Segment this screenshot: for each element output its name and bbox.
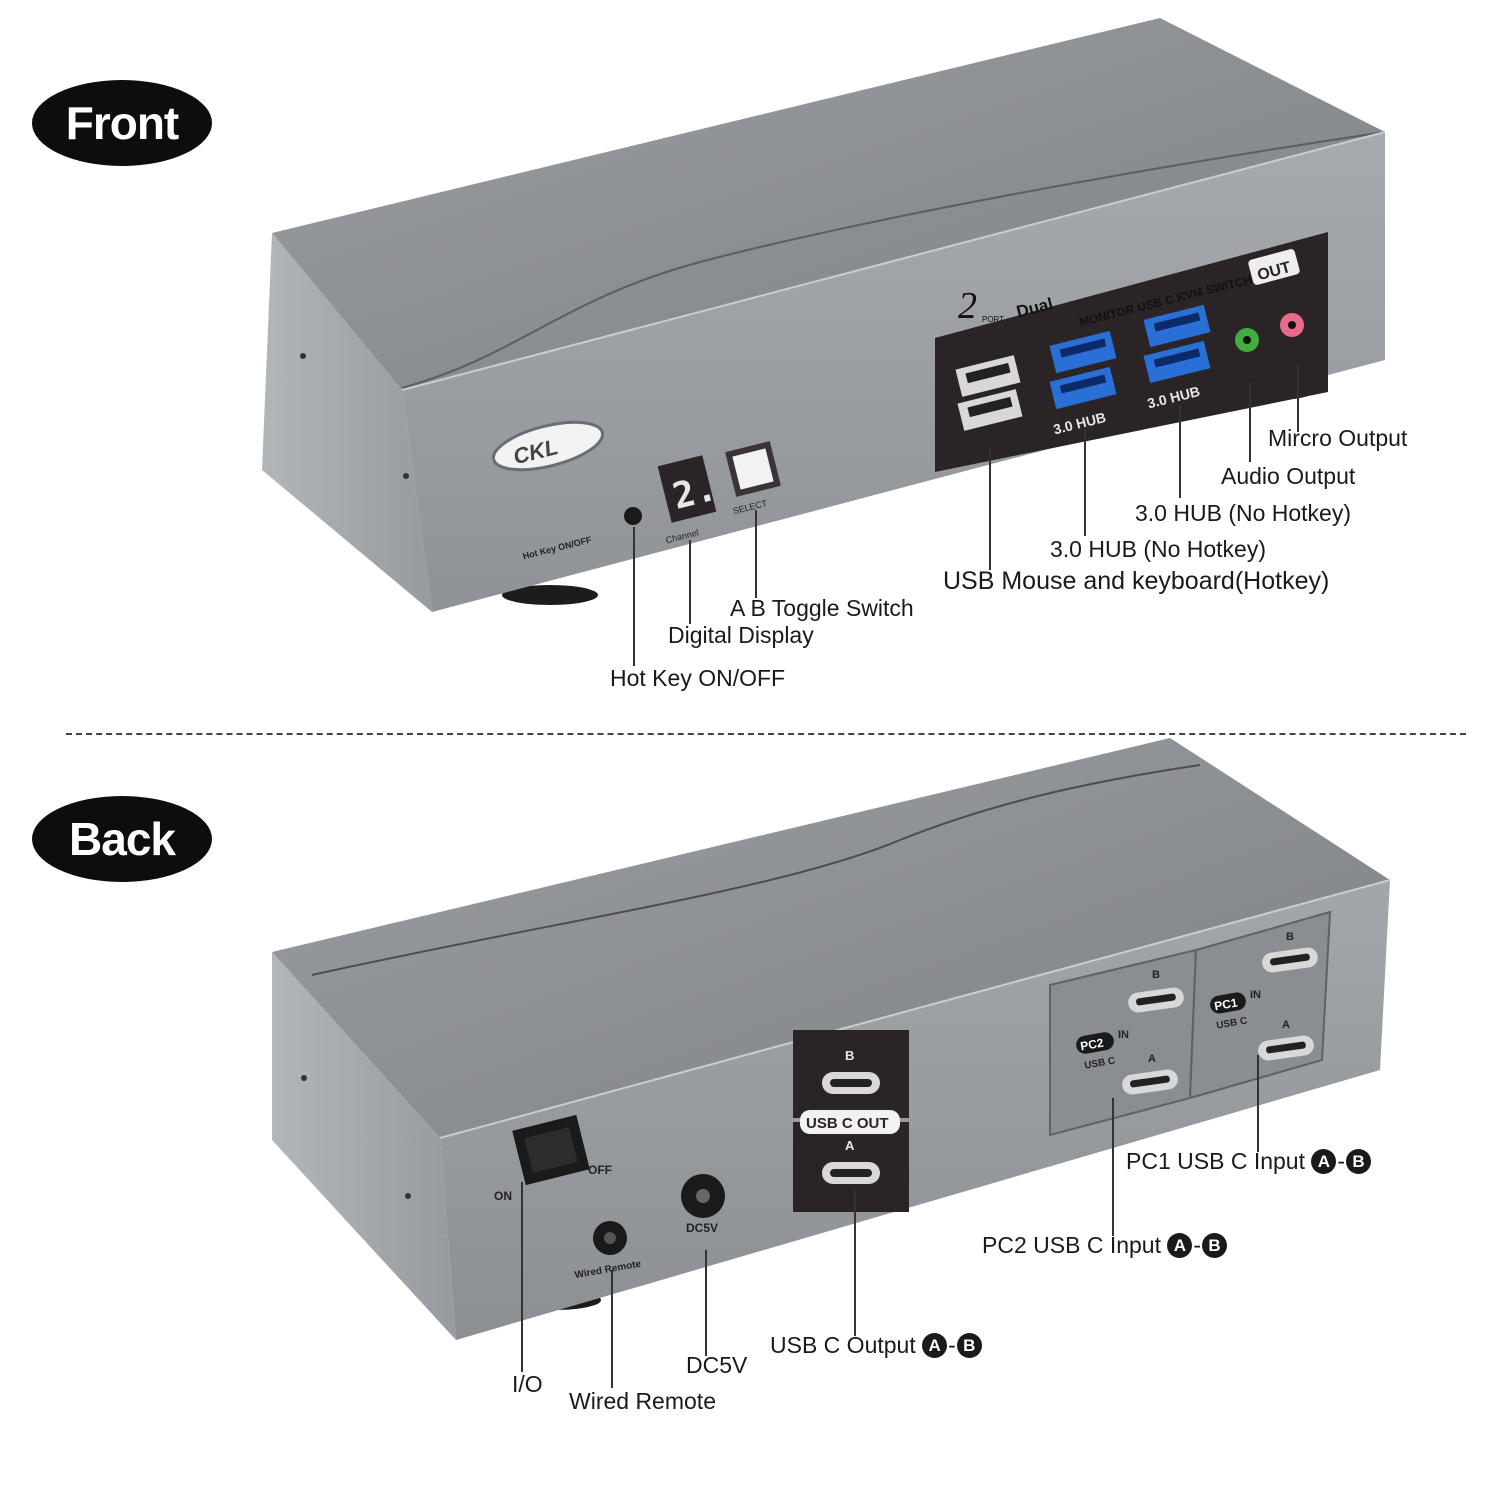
usb-c-out-b-letter: B — [845, 1048, 854, 1063]
front-port-panel — [935, 232, 1328, 472]
callout-pc1-input: PC1 USB C Input A-B — [1126, 1147, 1372, 1174]
switch-off-text: OFF — [588, 1163, 612, 1177]
usb-c-out-badge-bg — [800, 1110, 900, 1134]
pc1-input-text: PC1 USB C Input — [1126, 1148, 1305, 1174]
callout-wired-remote: Wired Remote — [569, 1388, 716, 1414]
back-section-label: Back — [32, 796, 212, 882]
pc1-usbc-text: USB C — [1216, 1015, 1249, 1031]
usb-mouse-keyboard-ports — [955, 355, 1023, 431]
usb-hub-1-ports — [1049, 330, 1117, 410]
callout-hub-no-hotkey-2: 3.0 HUB (No Hotkey) — [1050, 536, 1267, 562]
callout-usb-c-output: USB C Output A-B — [770, 1331, 982, 1358]
switch-on-text: ON — [494, 1189, 512, 1203]
front-section-label: Front — [32, 80, 212, 166]
usb-hub-2-ports — [1143, 304, 1211, 384]
pc2-a-letter: A — [1148, 1053, 1156, 1065]
callout-io: I/O — [512, 1371, 543, 1397]
pc2-b-letter: B — [1152, 969, 1160, 981]
out-badge-bg — [1248, 249, 1300, 285]
dc5v-print: DC5V — [686, 1221, 718, 1235]
callout-hot-key: Hot Key ON/OFF — [610, 665, 786, 691]
letter-b-badge: B — [1202, 1232, 1228, 1258]
product-prefix: 2 — [958, 285, 977, 327]
front-foot-left — [502, 585, 598, 605]
ckl-logo — [491, 420, 605, 472]
pc1-badge-text: PC1 — [1213, 995, 1239, 1013]
callout-dc5v: DC5V — [686, 1352, 748, 1378]
product-port: PORT — [982, 315, 1004, 324]
front-screw-2 — [403, 473, 409, 479]
pc2-input-text: PC2 USB C Input — [982, 1232, 1161, 1258]
section-divider — [66, 733, 1466, 735]
letter-a-badge: A — [922, 1332, 948, 1358]
callout-digital-display: Digital Display — [668, 622, 814, 648]
usb-c-output-text: USB C Output — [770, 1332, 916, 1358]
usb-c-out-a-letter: A — [845, 1138, 855, 1153]
pc1-in-text: IN — [1250, 989, 1261, 1001]
callout-pc2-input: PC2 USB C Input A-B — [982, 1231, 1228, 1258]
digital-display — [657, 455, 717, 523]
callout-ab-toggle: A B Toggle Switch — [730, 595, 914, 621]
letter-a-badge: A — [1167, 1232, 1193, 1258]
pc2-badge-text: PC2 — [1079, 1036, 1105, 1054]
pc1-b-letter: B — [1286, 931, 1294, 943]
callout-micro-output: Mircro Output — [1268, 425, 1408, 451]
front-chassis-face — [402, 132, 1385, 612]
range-dash: - — [1337, 1147, 1346, 1174]
range-dash: - — [1193, 1231, 1202, 1258]
callout-audio-output: Audio Output — [1221, 463, 1356, 489]
front-chassis-top — [272, 18, 1385, 390]
channel-digit: 2. — [669, 468, 721, 518]
front-chassis-side — [262, 233, 432, 612]
letter-b-badge: B — [1346, 1148, 1372, 1174]
back-top-wave — [311, 764, 1201, 976]
letter-a-badge: A — [1311, 1148, 1337, 1174]
pc1-a-letter: A — [1282, 1019, 1290, 1031]
front-top-wave — [401, 131, 1386, 389]
hotkey-indicator — [624, 507, 642, 525]
callout-usb-mouse-keyboard: USB Mouse and keyboard(Hotkey) — [943, 567, 1330, 595]
pc2-badge-bg — [1076, 1032, 1114, 1054]
front-screw-1 — [300, 353, 306, 359]
letter-b-badge: B — [956, 1332, 982, 1358]
usb-c-out-badge-text: USB C OUT — [806, 1115, 889, 1132]
pc2-usbc-text: USB C — [1084, 1055, 1117, 1071]
back-chassis-top — [272, 738, 1390, 1138]
back-screw-2 — [405, 1193, 411, 1199]
range-dash: - — [948, 1331, 956, 1358]
pc1-badge-bg — [1210, 992, 1246, 1014]
pc2-in-text: IN — [1118, 1029, 1129, 1041]
back-screw-1 — [301, 1075, 307, 1081]
back-chassis-side — [272, 952, 456, 1340]
callout-hub-no-hotkey-1: 3.0 HUB (No Hotkey) — [1135, 500, 1352, 526]
